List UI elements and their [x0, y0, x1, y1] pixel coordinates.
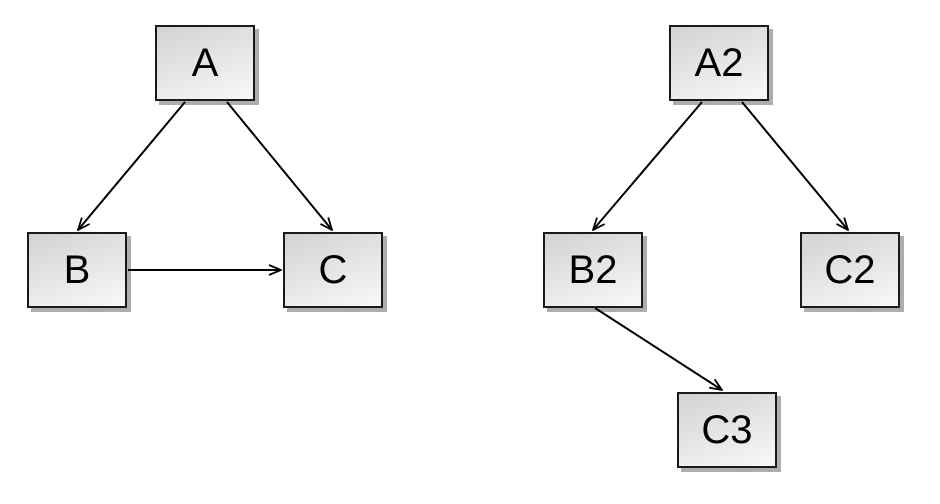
node-A2[interactable]: A2: [669, 25, 769, 101]
node-A[interactable]: A: [155, 25, 255, 101]
edge-A-B[interactable]: [78, 101, 186, 230]
node-C3[interactable]: C3: [677, 392, 777, 468]
node-label: C: [318, 248, 348, 292]
edge-A-C[interactable]: [226, 101, 332, 230]
right-graph-edges: [593, 101, 848, 390]
edge-B2-C3[interactable]: [594, 307, 722, 390]
left-graph-edges: [78, 101, 332, 270]
edge-A2-B2[interactable]: [593, 101, 703, 230]
node-label: C2: [824, 248, 876, 292]
node-B[interactable]: B: [27, 232, 127, 308]
node-label: A: [191, 41, 219, 85]
node-label: B: [63, 248, 91, 292]
node-label: B2: [568, 248, 618, 292]
edge-A2-C2[interactable]: [741, 101, 848, 230]
node-C[interactable]: C: [283, 232, 383, 308]
node-C2[interactable]: C2: [800, 232, 900, 308]
node-label: A2: [694, 41, 744, 85]
node-B2[interactable]: B2: [543, 232, 643, 308]
node-label: C3: [701, 408, 753, 452]
